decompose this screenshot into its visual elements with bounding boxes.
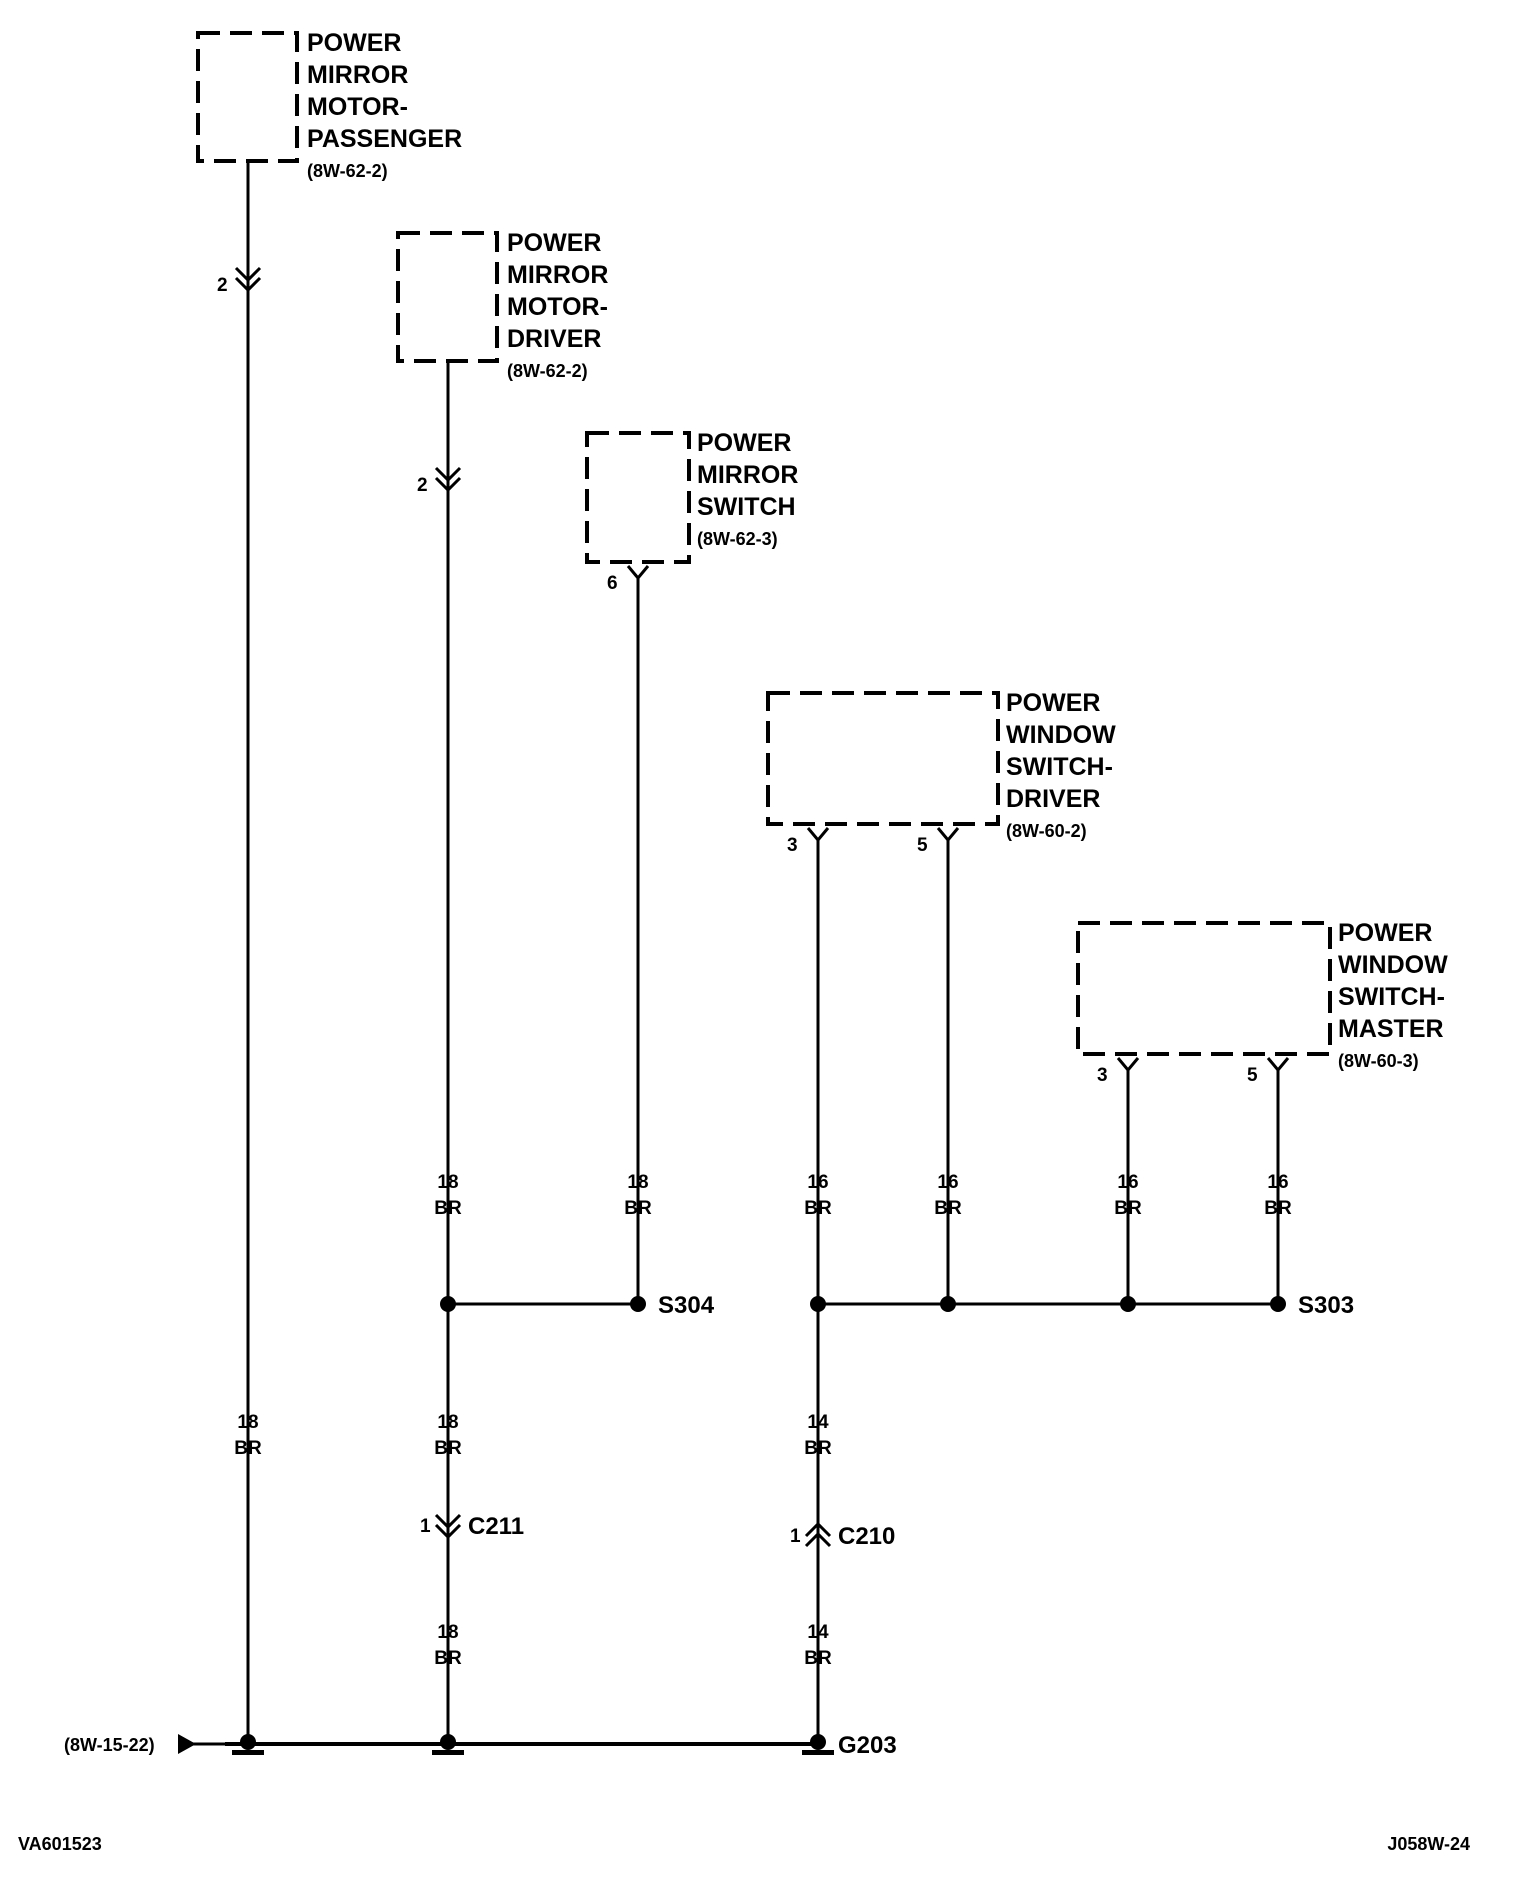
label-wsm-1: POWER [1338, 919, 1432, 947]
ground-g203-label: G203 [838, 1732, 897, 1759]
gauge-wsm-5: 16 [1267, 1172, 1288, 1193]
connector-chevron-c211 [434, 1513, 462, 1540]
pin-receptacle-wsd-3 [806, 827, 830, 843]
splice-s304-label: S304 [658, 1292, 715, 1319]
label-wsm-3: SWITCH- [1338, 983, 1445, 1011]
gauge-driver-upper: 18 [437, 1172, 458, 1193]
pin-receptacle-mirror-switch [626, 565, 650, 581]
color-passenger: BR [234, 1438, 262, 1459]
label-wsm-2: WINDOW [1338, 951, 1448, 979]
connector-chevron-passenger [234, 266, 262, 293]
connector-c210-label: C210 [838, 1523, 895, 1550]
color-c210-above: BR [804, 1438, 832, 1459]
gauge-wsm-3: 16 [1117, 1172, 1138, 1193]
ground-eyelet-passenger [232, 1734, 264, 1755]
label-ms-2: MIRROR [697, 461, 798, 489]
ref-ms: (8W-62-3) [697, 529, 778, 549]
mirror-motor-driver-box [396, 231, 499, 363]
connector-chevron-driver [434, 466, 462, 493]
ref-wsm: (8W-60-3) [1338, 1051, 1419, 1071]
connector-c211-label: C211 [468, 1513, 524, 1540]
color-wsd-3: BR [804, 1198, 832, 1219]
label-mmd-2: MIRROR [507, 261, 608, 289]
color-wsd-5: BR [934, 1198, 962, 1219]
color-c210-below: BR [804, 1648, 832, 1669]
label-mmp-3: MOTOR- [307, 93, 408, 121]
pin-c211: 1 [420, 1516, 431, 1537]
label-mmd-3: MOTOR- [507, 293, 608, 321]
ref-mmp: (8W-62-2) [307, 161, 388, 181]
gauge-c210-below: 14 [807, 1622, 829, 1643]
splice-dot-s304-right [630, 1296, 646, 1312]
color-wsm-5: BR [1264, 1198, 1292, 1219]
splice-dot-s303-1 [810, 1296, 826, 1312]
footer-right-code: J058W-24 [1387, 1834, 1470, 1854]
splice-dot-s303-2 [940, 1296, 956, 1312]
ground-ref: (8W-15-22) [64, 1735, 155, 1755]
label-wsd-2: WINDOW [1006, 721, 1116, 749]
mirror-motor-passenger-box [196, 31, 299, 163]
mirror-switch-box [585, 431, 691, 564]
label-mmp-2: MIRROR [307, 61, 408, 89]
ground-eyelet-driver [432, 1734, 464, 1755]
label-ms-3: SWITCH [697, 493, 796, 521]
gauge-c210-above: 14 [807, 1412, 829, 1433]
gauge-wsd-5: 16 [937, 1172, 958, 1193]
splice-s303-label: S303 [1298, 1292, 1354, 1319]
label-wsd-4: DRIVER [1006, 785, 1100, 813]
label-mmd-1: POWER [507, 229, 601, 257]
pin-receptacle-wsm-3 [1116, 1057, 1140, 1073]
label-mmp-4: PASSENGER [307, 125, 462, 153]
pin-mmp: 2 [217, 275, 228, 296]
ref-wsd: (8W-60-2) [1006, 821, 1087, 841]
window-switch-driver-box [766, 691, 1000, 826]
ground-ref-arrow-icon [178, 1734, 196, 1754]
color-driver-upper: BR [434, 1198, 462, 1219]
gauge-switch-upper: 18 [627, 1172, 648, 1193]
gauge-wsd-3: 16 [807, 1172, 828, 1193]
label-ms-1: POWER [697, 429, 791, 457]
label-mmp-1: POWER [307, 29, 401, 57]
splice-dot-s304-left [440, 1296, 456, 1312]
ground-eyelet-g203 [802, 1734, 834, 1755]
pin-wsm-5: 5 [1247, 1065, 1258, 1086]
label-wsm-4: MASTER [1338, 1015, 1444, 1043]
gauge-c211-above: 18 [437, 1412, 458, 1433]
color-wsm-3: BR [1114, 1198, 1142, 1219]
pin-wsd-5: 5 [917, 835, 928, 856]
pin-receptacle-wsm-5 [1266, 1057, 1290, 1073]
label-mmd-4: DRIVER [507, 325, 601, 353]
window-switch-master-box [1076, 921, 1332, 1056]
pin-c210: 1 [790, 1526, 801, 1547]
footer-left-code: VA601523 [18, 1834, 102, 1854]
gauge-c211-below: 18 [437, 1622, 458, 1643]
pin-wsd-3: 3 [787, 835, 798, 856]
splice-dot-s303-4 [1270, 1296, 1286, 1312]
pin-mmd: 2 [417, 475, 428, 496]
pin-receptacle-wsd-5 [936, 827, 960, 843]
color-c211-above: BR [434, 1438, 462, 1459]
label-wsd-3: SWITCH- [1006, 753, 1113, 781]
pin-wsm-3: 3 [1097, 1065, 1108, 1086]
ref-mmd: (8W-62-2) [507, 361, 588, 381]
connector-chevron-c210 [804, 1521, 832, 1548]
gauge-passenger: 18 [237, 1412, 258, 1433]
color-switch-upper: BR [624, 1198, 652, 1219]
label-wsd-1: POWER [1006, 689, 1100, 717]
pin-ms: 6 [607, 573, 618, 594]
color-c211-below: BR [434, 1648, 462, 1669]
splice-dot-s303-3 [1120, 1296, 1136, 1312]
